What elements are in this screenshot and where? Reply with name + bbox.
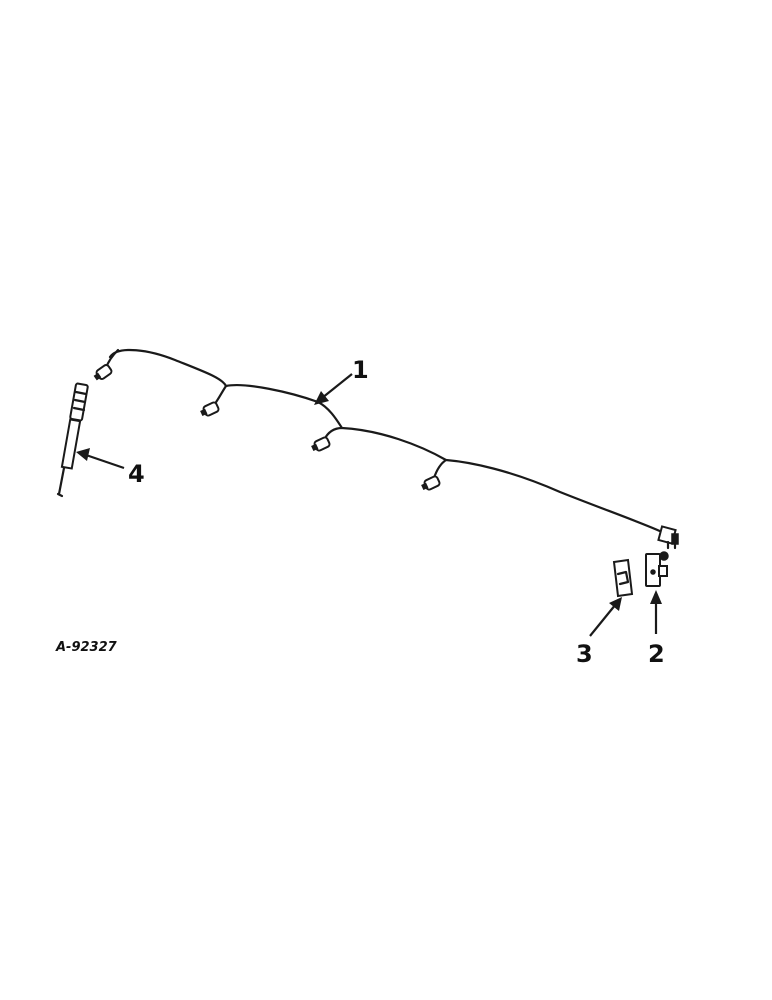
mounting-bracket <box>612 558 634 598</box>
harness-terminal-3 <box>311 436 331 452</box>
glow-plug <box>56 382 89 498</box>
harness-terminal-4 <box>421 475 441 491</box>
callout-2-arrow <box>650 590 662 604</box>
wiring-harness <box>93 348 679 550</box>
figure-reference-code: A-92327 <box>55 640 118 655</box>
callout-1-arrow <box>314 391 329 405</box>
callout-3-label: 3 <box>576 640 593 668</box>
harness-main-wire <box>108 348 664 534</box>
harness-branch-3 <box>432 458 448 480</box>
callout-3-arrow <box>609 597 622 611</box>
harness-end-connector <box>657 525 679 550</box>
harness-terminal-1 <box>93 364 113 381</box>
harness-terminal-2 <box>200 401 220 417</box>
callout-2-label: 2 <box>648 640 665 668</box>
callout-1-label: 1 <box>352 356 369 384</box>
callout-4-leader <box>85 453 125 470</box>
callout-4-label: 4 <box>128 460 145 488</box>
callout-4-arrow <box>76 448 90 461</box>
terminal-block <box>645 551 669 587</box>
callout-1-leader <box>321 373 353 399</box>
callout-3-leader <box>589 603 617 637</box>
